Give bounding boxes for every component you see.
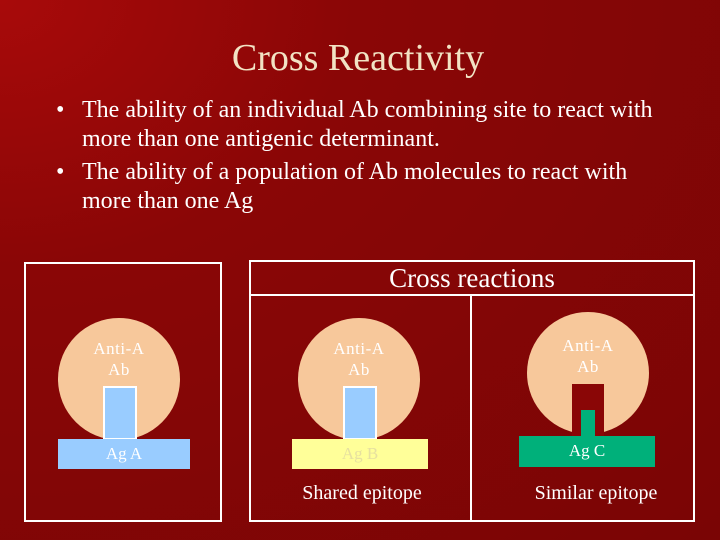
caption-similar-epitope: Similar epitope xyxy=(534,482,658,504)
bullet-text: The ability of a population of Ab molecu… xyxy=(82,159,628,214)
cross-reactions-divider xyxy=(470,294,472,522)
antibody-c-label-line1: Anti-A xyxy=(562,336,614,355)
bullet-item: • The ability of an individual Ab combin… xyxy=(56,96,676,154)
antigen-c: Ag C xyxy=(519,436,655,467)
bullet-dot: • xyxy=(56,97,65,123)
cross-reactions-label: Cross reactions xyxy=(249,260,695,296)
antigen-b: Ag B xyxy=(292,439,428,469)
antibody-b-label-line2: Ab xyxy=(348,360,370,379)
bullet-item: • The ability of a population of Ab mole… xyxy=(56,158,676,216)
bullet-dot: • xyxy=(56,159,65,185)
slide-title: Cross Reactivity xyxy=(231,37,485,79)
epitope-a xyxy=(103,386,137,440)
caption-shared-epitope: Shared epitope xyxy=(302,482,422,504)
antigen-a: Ag A xyxy=(58,439,190,469)
antibody-a-label-line1: Anti-A xyxy=(93,339,145,358)
antibody-b-label-line1: Anti-A xyxy=(333,339,385,358)
bullet-list: • The ability of an individual Ab combin… xyxy=(56,96,676,220)
panel-a-frame xyxy=(24,262,222,522)
epitope-c xyxy=(581,410,595,438)
antibody-c-label-line2: Ab xyxy=(577,357,599,376)
antibody-a-label-line2: Ab xyxy=(108,360,130,379)
epitope-b xyxy=(343,386,377,440)
bullet-text: The ability of an individual Ab combinin… xyxy=(82,97,653,152)
